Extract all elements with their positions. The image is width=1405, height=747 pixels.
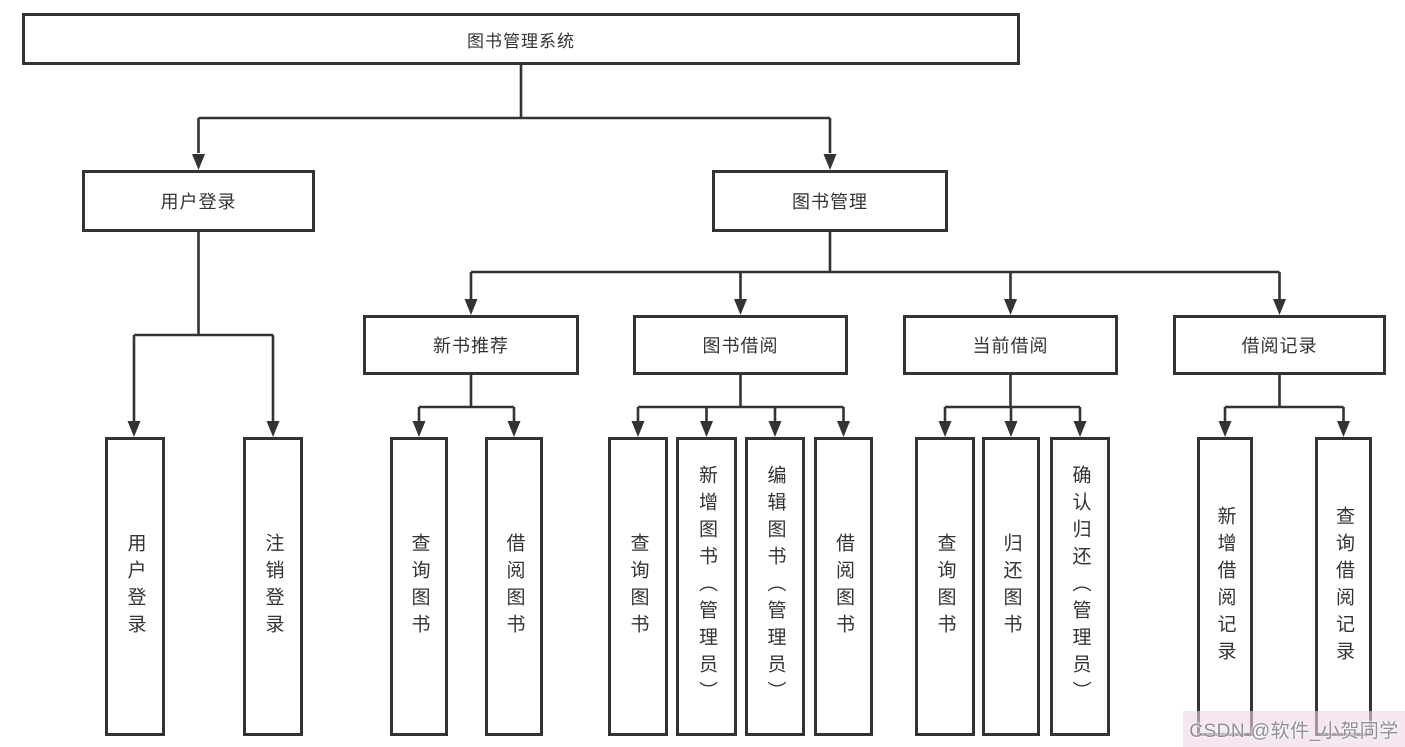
node-user-login-branch: 用户登录 <box>82 170 315 232</box>
node-borrowing-records: 借阅记录 <box>1173 315 1386 375</box>
leaf-query-book-1: 查询图书 <box>390 437 448 736</box>
leaf-return-book: 归还图书 <box>982 437 1040 736</box>
leaf-label: 注销登录 <box>262 532 284 641</box>
leaf-label: 借阅图书 <box>833 532 854 641</box>
leaf-query-borrow-record: 查询借阅记录 <box>1315 437 1372 736</box>
leaf-label: 查询图书 <box>627 532 649 641</box>
node-book-management-branch: 图书管理 <box>712 170 948 232</box>
leaf-query-book-3: 查询图书 <box>915 437 975 736</box>
node-label: 图书管理 <box>792 192 868 212</box>
leaf-label: 借阅图书 <box>503 532 525 641</box>
csdn-watermark: CSDN @软件_小贺同学 <box>1183 711 1405 747</box>
leaf-borrow-book-2: 借阅图书 <box>814 437 873 736</box>
node-new-book-recommendation: 新书推荐 <box>363 315 579 375</box>
leaf-user-login: 用户登录 <box>105 437 165 736</box>
leaf-add-borrow-record: 新增借阅记录 <box>1197 437 1253 736</box>
node-book-borrowing: 图书借阅 <box>633 315 848 375</box>
leaf-confirm-return-admin: 确认归还（管理员） <box>1050 437 1110 736</box>
node-current-borrowing: 当前借阅 <box>903 315 1118 375</box>
node-library-management-system: 图书管理系统 <box>22 13 1020 65</box>
leaf-query-book-2: 查询图书 <box>608 437 668 736</box>
leaf-label: 查询图书 <box>934 532 956 641</box>
leaf-add-book-admin: 新增图书（管理员） <box>676 437 737 736</box>
leaf-label: 用户登录 <box>124 532 146 641</box>
leaf-label: 确认归还（管理员） <box>1069 465 1091 708</box>
node-label: 用户登录 <box>160 192 237 212</box>
node-label: 新书推荐 <box>433 336 509 356</box>
leaf-label: 归还图书 <box>1000 532 1022 641</box>
node-label: 图书借阅 <box>702 336 779 356</box>
leaf-label: 查询借阅记录 <box>1333 505 1354 668</box>
leaf-label: 查询图书 <box>408 532 430 641</box>
watermark-text: CSDN @软件_小贺同学 <box>1189 720 1399 742</box>
leaf-label: 编辑图书（管理员） <box>764 465 786 708</box>
leaf-logout: 注销登录 <box>243 437 303 736</box>
leaf-edit-book-admin: 编辑图书（管理员） <box>745 437 805 736</box>
leaf-label: 新增图书（管理员） <box>696 465 717 708</box>
node-label: 当前借阅 <box>972 336 1049 356</box>
leaf-borrow-book-1: 借阅图书 <box>485 437 543 736</box>
arrowheads <box>127 154 1350 437</box>
leaf-label: 新增借阅记录 <box>1214 505 1236 668</box>
node-label: 图书管理系统 <box>467 31 575 51</box>
node-label: 借阅记录 <box>1241 336 1318 356</box>
